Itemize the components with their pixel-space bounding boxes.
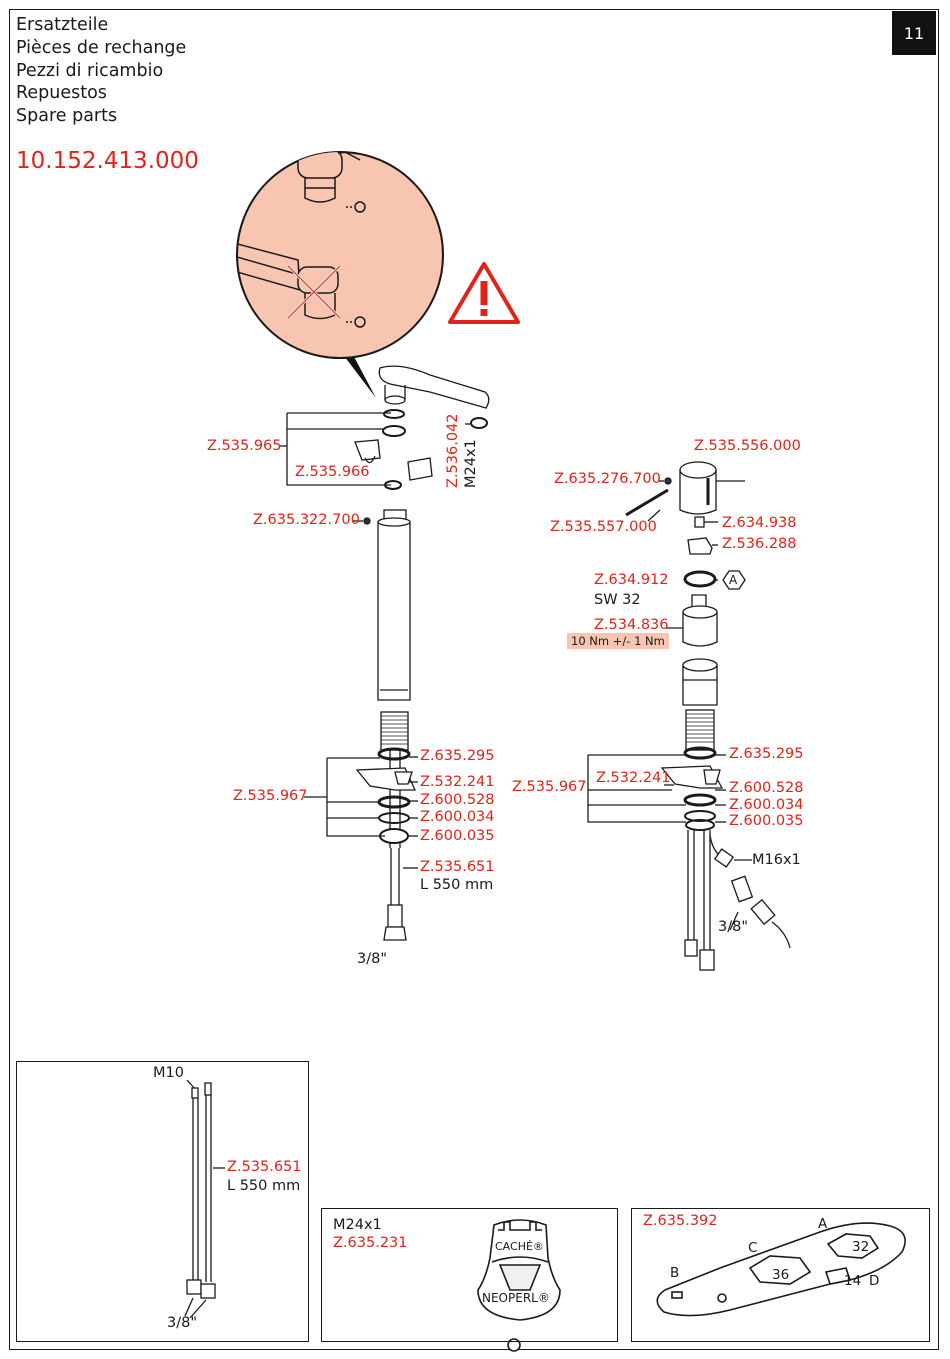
aerator-key-thread-label: M24x1 — [333, 1217, 382, 1233]
wrench-size-14: 14 — [844, 1273, 862, 1289]
hose-part-label: Z.535.651 — [227, 1159, 302, 1175]
left-washer-label: Z.635.295 — [420, 748, 495, 764]
title-it: Pezzi di ricambio — [16, 60, 164, 81]
hose-length-label: L 550 mm — [227, 1178, 301, 1194]
pin-label: Z.635.276.700 — [554, 471, 661, 487]
wrench-tool-drawing — [656, 1222, 906, 1317]
aerator-ring-label: Z.536.042 — [445, 413, 461, 488]
torque-callout: 10 Nm +/- 1 Nm — [567, 633, 669, 649]
aerator-key-part-label: Z.635.231 — [333, 1235, 408, 1251]
right-assembly — [587, 461, 791, 971]
title-fr: Pièces de rechange — [16, 37, 187, 58]
title-de: Ersatzteile — [16, 15, 109, 35]
right-seal-a-label: Z.600.528 — [729, 780, 804, 796]
wrench-label-d: D — [869, 1273, 880, 1289]
article-number: 10.152.413.000 — [16, 148, 199, 174]
left-hose-label: Z.535.651 — [420, 859, 495, 875]
left-mounting-set-label: Z.535.967 — [233, 788, 308, 804]
left-bracket-label: Z.532.241 — [420, 774, 495, 790]
title-en: Spare parts — [16, 106, 118, 127]
aerator-key-brand-top: CACHÉ® — [495, 1240, 544, 1253]
wrench-label-b: B — [670, 1265, 680, 1281]
aerator-key-drawing — [477, 1219, 561, 1352]
cartridge-nut-label: Z.634.912 — [594, 572, 669, 588]
left-thread-bottom-label: 3/8" — [357, 951, 388, 967]
title-block: Ersatzteile Pièces de rechange Pezzi di … — [16, 14, 186, 128]
detail-magnifier — [236, 151, 444, 398]
right-thread-side-label: M16x1 — [752, 852, 801, 868]
hose-thread-bottom-label: 3/8" — [167, 1315, 198, 1331]
warning-icon — [448, 262, 520, 324]
page-frame — [9, 9, 939, 1350]
title-es: Repuestos — [16, 83, 107, 104]
right-washer-label: Z.635.295 — [729, 746, 804, 762]
aerator-thread-label: M24x1 — [463, 439, 479, 488]
adapter-label: Z.536.288 — [722, 536, 797, 552]
hose-pair-box — [16, 1061, 309, 1342]
left-seal-b-label: Z.600.034 — [420, 809, 495, 825]
aerator-key-box — [321, 1208, 618, 1342]
tool-ref-label: A — [729, 573, 738, 587]
left-screw-label: Z.635.322.700 — [253, 512, 360, 528]
left-nut-label: Z.600.035 — [420, 828, 495, 844]
cartridge-label: Z.534.836 — [594, 617, 669, 633]
wrench-label-c: C — [748, 1240, 758, 1256]
wrench-size-label: SW 32 — [594, 592, 641, 608]
right-screw-label: Z.634.938 — [722, 515, 797, 531]
wrench-size-32: 32 — [852, 1239, 870, 1255]
left-seal-a-label: Z.600.528 — [420, 792, 495, 808]
left-assembly — [279, 365, 490, 941]
left-hose-length-label: L 550 mm — [420, 877, 494, 893]
wrench-size-36: 36 — [772, 1267, 790, 1283]
right-nut-label: Z.600.035 — [729, 813, 804, 829]
aerator-key-brand-bottom: NEOPERL® — [482, 1291, 550, 1305]
left-clip-label: Z.535.966 — [295, 464, 370, 480]
hose-pair-drawing — [184, 1079, 225, 1319]
right-seal-b-label: Z.600.034 — [729, 797, 804, 813]
right-mounting-set-label: Z.535.967 — [512, 779, 587, 795]
hose-thread-top-label: M10 — [153, 1065, 184, 1081]
wrench-label-a: A — [818, 1216, 828, 1232]
left-ring-set-label: Z.535.965 — [207, 438, 282, 454]
right-bracket-label: Z.532.241 — [596, 770, 671, 786]
right-thread-bottom-label: 3/8" — [718, 919, 749, 935]
rod-label: Z.535.557.000 — [550, 519, 657, 535]
handle-label: Z.535.556.000 — [694, 438, 801, 454]
wrench-box — [631, 1208, 930, 1342]
wrench-part-label: Z.635.392 — [643, 1213, 718, 1229]
page-number: 11 — [892, 11, 936, 55]
